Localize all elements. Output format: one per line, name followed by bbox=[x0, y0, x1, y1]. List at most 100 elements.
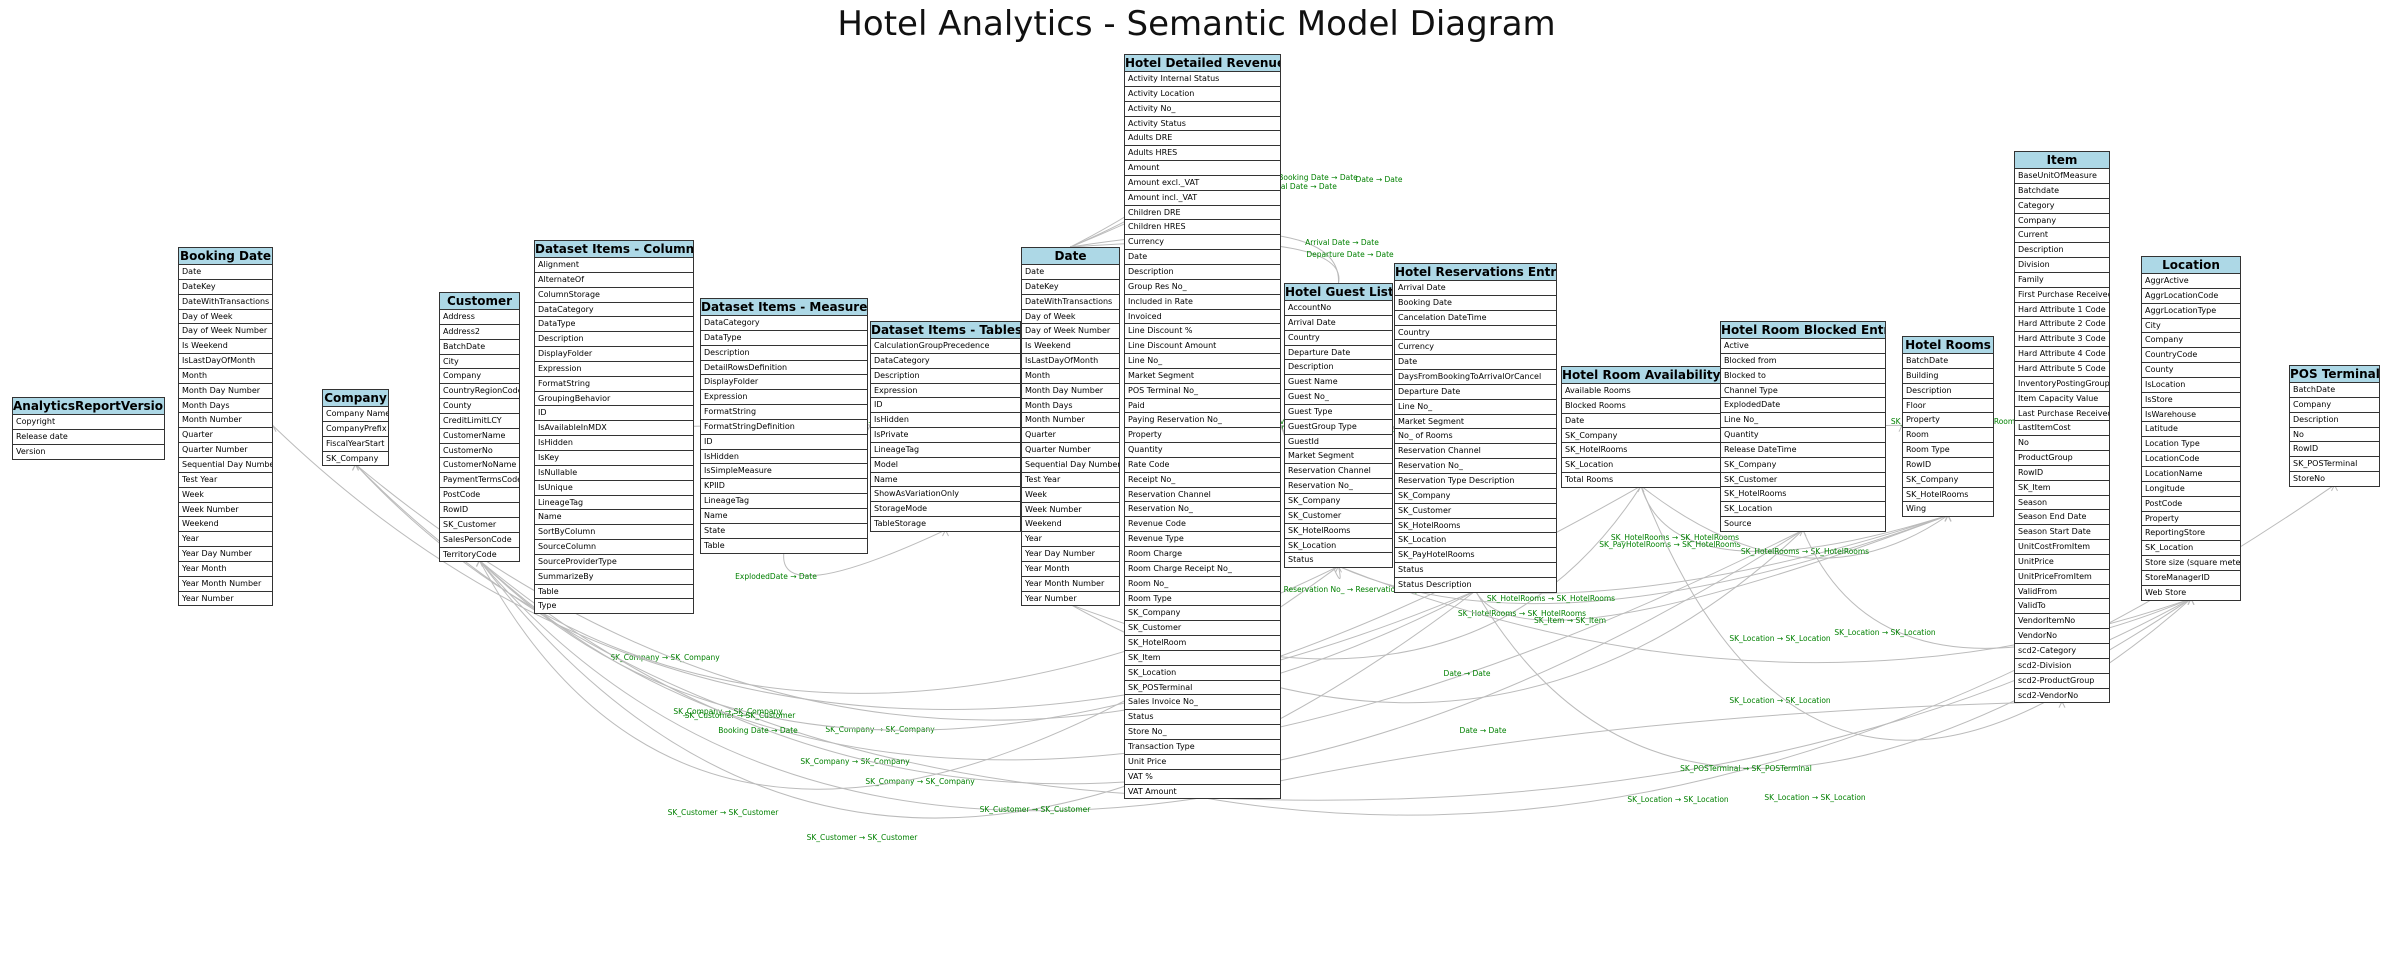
column-row: SK_HotelRooms bbox=[1561, 443, 1721, 459]
column-row: Year bbox=[1021, 532, 1120, 548]
column-row: IsHidden bbox=[870, 413, 1021, 429]
column-row: RowID bbox=[1902, 457, 1994, 473]
column-row: Unit Price bbox=[1124, 754, 1281, 770]
column-row: Date bbox=[178, 265, 273, 280]
relationship-label: Reservation No_ → Reservation No_ bbox=[1284, 585, 1417, 594]
relationship-label: Arrival Date → Date bbox=[1263, 182, 1337, 191]
column-row: Line No_ bbox=[1720, 413, 1886, 429]
column-row: SourceColumn bbox=[534, 540, 694, 555]
column-row: Country bbox=[1394, 325, 1557, 341]
column-row: Hard Attribute 5 Code bbox=[2014, 361, 2110, 377]
column-row: Reservation Channel bbox=[1284, 464, 1393, 480]
relationship-label: Date → Date bbox=[1356, 175, 1403, 184]
column-row: DateKey bbox=[1021, 279, 1120, 295]
table-header: Dataset Items - Columns bbox=[534, 240, 694, 258]
column-row: LineageTag bbox=[534, 495, 694, 511]
relationship-label: SK_Customer → SK_Customer bbox=[980, 805, 1092, 814]
column-row: SK_Company bbox=[322, 451, 389, 467]
column-row: Activity Status bbox=[1124, 116, 1281, 132]
column-row: Year Number bbox=[178, 591, 273, 607]
column-row: Week bbox=[1021, 487, 1120, 503]
column-row: Reservation Channel bbox=[1394, 444, 1557, 460]
column-row: Sequential Day Number bbox=[178, 457, 273, 473]
relationship-label: SK_Customer → SK_Customer bbox=[685, 711, 797, 720]
column-row: Expression bbox=[534, 361, 694, 377]
column-row: Date bbox=[1124, 250, 1281, 265]
column-row: ID bbox=[700, 434, 868, 450]
relationship-label: SK_HotelRooms → SK_HotelRooms bbox=[1458, 609, 1586, 618]
column-row: SK_Location bbox=[1124, 665, 1281, 681]
relationship-line bbox=[479, 529, 1804, 761]
column-row: SK_Company bbox=[1561, 428, 1721, 444]
column-row: Amount bbox=[1124, 161, 1281, 176]
column-row: Weekend bbox=[178, 517, 273, 533]
column-row: UnitPrice bbox=[2014, 554, 2110, 570]
relationship-label: SK_Customer → SK_Customer bbox=[668, 808, 780, 817]
column-row: Month Day Number bbox=[1021, 383, 1120, 399]
column-row: StorageMode bbox=[870, 502, 1021, 518]
column-row: DataCategory bbox=[700, 316, 868, 331]
column-row: BatchDate bbox=[439, 339, 520, 355]
column-row: Status bbox=[1394, 563, 1557, 578]
column-row: Line No_ bbox=[1124, 354, 1281, 369]
column-row: IsLastDayOfMonth bbox=[178, 354, 273, 369]
column-row: Status Description bbox=[1394, 577, 1557, 593]
table-header: Hotel Guest List bbox=[1284, 283, 1393, 301]
column-row: RowID bbox=[2014, 465, 2110, 481]
column-row: Date bbox=[1021, 265, 1120, 280]
column-row: Activity Location bbox=[1124, 86, 1281, 102]
column-row: Year Month Number bbox=[1021, 576, 1120, 592]
column-row: scd2-ProductGroup bbox=[2014, 673, 2110, 689]
column-row: Location Type bbox=[2141, 437, 2241, 453]
column-row: Test Year bbox=[1021, 472, 1120, 488]
column-row: Day of Week bbox=[1021, 309, 1120, 325]
column-row: State bbox=[700, 523, 868, 539]
relationship-label: SK_Location → SK_Location bbox=[1729, 634, 1831, 643]
column-row: City bbox=[2141, 318, 2241, 334]
column-row: DataType bbox=[700, 330, 868, 346]
column-row: IsSimpleMeasure bbox=[700, 464, 868, 480]
column-row: Reservation No_ bbox=[1284, 479, 1393, 494]
column-row: Status bbox=[1284, 553, 1393, 569]
column-row: Total Rooms bbox=[1561, 473, 1721, 488]
column-row: StoreManagerID bbox=[2141, 570, 2241, 586]
column-row: Company bbox=[439, 369, 520, 385]
column-row: GuestGroup Type bbox=[1284, 419, 1393, 435]
column-row: Hard Attribute 4 Code bbox=[2014, 347, 2110, 362]
column-row: CompanyPrefix bbox=[322, 421, 389, 437]
relationship-label: SK_Company → SK_Company bbox=[673, 707, 783, 716]
column-row: Departure Date bbox=[1284, 345, 1393, 361]
column-row: VendorNo bbox=[2014, 629, 2110, 644]
column-row: SalesPersonCode bbox=[439, 532, 520, 548]
column-row: IsLastDayOfMonth bbox=[1021, 354, 1120, 369]
column-row: Is Weekend bbox=[1021, 339, 1120, 355]
column-row: TableStorage bbox=[870, 517, 1021, 532]
column-row: Market Segment bbox=[1124, 368, 1281, 384]
column-row: Date bbox=[1561, 413, 1721, 429]
column-row: Active bbox=[1720, 339, 1886, 354]
column-row: SortByColumn bbox=[534, 525, 694, 541]
diagram-title: Hotel Analytics - Semantic Model Diagram bbox=[837, 4, 1556, 44]
column-row: SK_HotelRooms bbox=[1720, 487, 1886, 503]
column-row: GroupingBehavior bbox=[534, 391, 694, 407]
column-row: Arrival Date bbox=[1394, 281, 1557, 296]
column-row: Guest Name bbox=[1284, 375, 1393, 391]
column-row: IsWarehouse bbox=[2141, 407, 2241, 423]
